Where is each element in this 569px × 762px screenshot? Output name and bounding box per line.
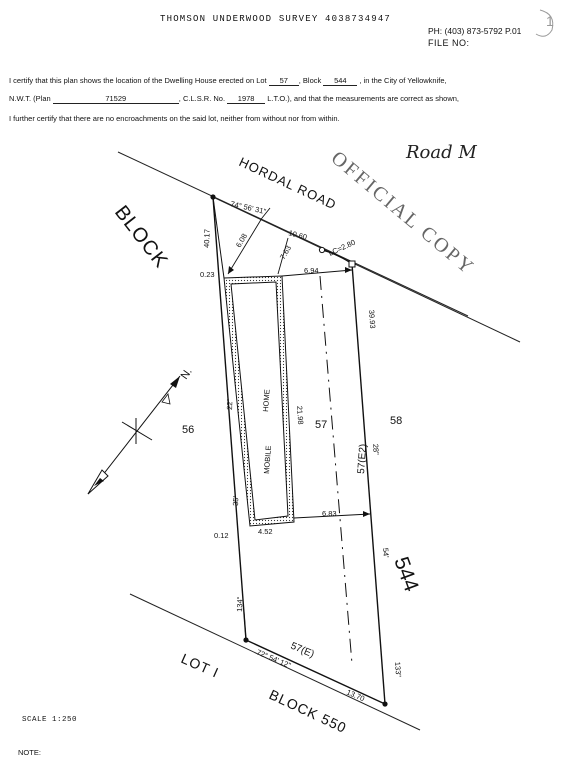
- dim-right-mark: 28": [371, 444, 381, 456]
- dim-house-length: 21.98: [295, 406, 305, 425]
- corner-link: [212, 196, 225, 279]
- survey-monument: [348, 260, 356, 268]
- file-number-label: FILE NO:: [428, 38, 470, 48]
- lot-57-label: 57: [315, 419, 327, 431]
- offset-line: [277, 237, 289, 275]
- dim-bottom-width: 13.70: [345, 688, 366, 704]
- north-arrow-icon: [87, 375, 181, 495]
- dimension-line: [281, 269, 353, 277]
- clsr-field: 1978: [227, 95, 266, 104]
- survey-monument: [382, 701, 388, 707]
- offset-line: [227, 217, 263, 275]
- dim-house-width: 4.52: [258, 527, 273, 536]
- fax-header: THOMSON UNDERWOOD SURVEY 4038734947: [160, 14, 392, 24]
- dimension-line: [293, 513, 371, 519]
- survey-monument: [318, 246, 326, 254]
- lot-57e2-label: 57(E2): [356, 443, 369, 474]
- hordal-road-line-lower: [212, 196, 521, 343]
- survey-monument: [243, 637, 249, 643]
- dim-top-offset: 6.08: [234, 232, 249, 249]
- mobile-label: MOBILE: [262, 445, 273, 474]
- dim-left-mark-2: 35': [231, 495, 240, 506]
- hordal-road-line-upper: [117, 151, 469, 317]
- dim-right-lower: 133": [393, 662, 403, 678]
- lot-i-label: LOT I: [179, 650, 222, 681]
- phone-number: PH: (403) 873-5792 P.01: [428, 26, 522, 36]
- lot-rear-boundary: [245, 639, 386, 705]
- dim-right-side: 39.93: [367, 310, 377, 329]
- mobile-home-inner: [230, 281, 289, 521]
- scale-label: SCALE 1:250: [22, 716, 78, 724]
- home-label: HOME: [261, 389, 272, 412]
- offset-line: [261, 207, 271, 219]
- page-corner-mark: [535, 9, 554, 37]
- note-label: NOTE:: [18, 748, 41, 757]
- dim-house-to-line-top: 6.94: [304, 266, 319, 275]
- handwritten-note: Road M: [405, 142, 477, 163]
- block-label: BLOCK: [110, 202, 172, 273]
- dim-left-mark: 22": [225, 398, 234, 410]
- page-number-mark: 1: [546, 13, 554, 29]
- block-field: 544: [323, 77, 358, 86]
- plan-field: 71529: [52, 95, 179, 104]
- rear-lane-line: [129, 593, 421, 731]
- dim-corner-top: 0.23: [200, 270, 215, 279]
- dim-house-to-line-bottom: 6.83: [322, 509, 337, 518]
- block-550-label: BLOCK 550: [267, 686, 350, 736]
- lot-56-label: 56: [182, 424, 194, 436]
- lot-57e-label: 57(E): [289, 641, 316, 661]
- lot-west-boundary: [212, 196, 247, 641]
- certificate-line-2: N.W.T. (Plan 71529, C.L.S.R. No. 1978 L.…: [9, 94, 459, 104]
- dim-arc: LC=2.80: [327, 238, 357, 258]
- bottom-bearing: 72° 54' 12": [255, 648, 292, 671]
- dim-front-offset: 7.63: [278, 244, 293, 261]
- lot-58-label: 58: [390, 415, 402, 427]
- survey-monument: [210, 194, 216, 200]
- arrow-head: [228, 266, 234, 274]
- arrow-head: [345, 267, 352, 273]
- dim-left-top: 40.17: [202, 229, 212, 248]
- arrow-head: [363, 511, 370, 517]
- lot-east-boundary: [351, 263, 386, 705]
- certificate-line-1: I certify that this plan shows the locat…: [9, 76, 447, 86]
- block-number-label: 544: [389, 554, 423, 595]
- lot-field: 57: [268, 77, 299, 86]
- certificate-line-3: I further certify that there are no encr…: [9, 114, 340, 123]
- dim-left-lower: 134": [235, 596, 245, 612]
- dim-front-width: 10.60: [287, 228, 307, 242]
- dim-right-mark-2: 54': [381, 548, 391, 559]
- official-copy-stamp: OFFICIAL COPY: [327, 147, 479, 280]
- lot-division-line: [319, 275, 353, 665]
- rear-tick: [243, 611, 247, 641]
- dim-corner-bottom: 0.12: [214, 531, 229, 540]
- north-label: N.: [179, 366, 195, 382]
